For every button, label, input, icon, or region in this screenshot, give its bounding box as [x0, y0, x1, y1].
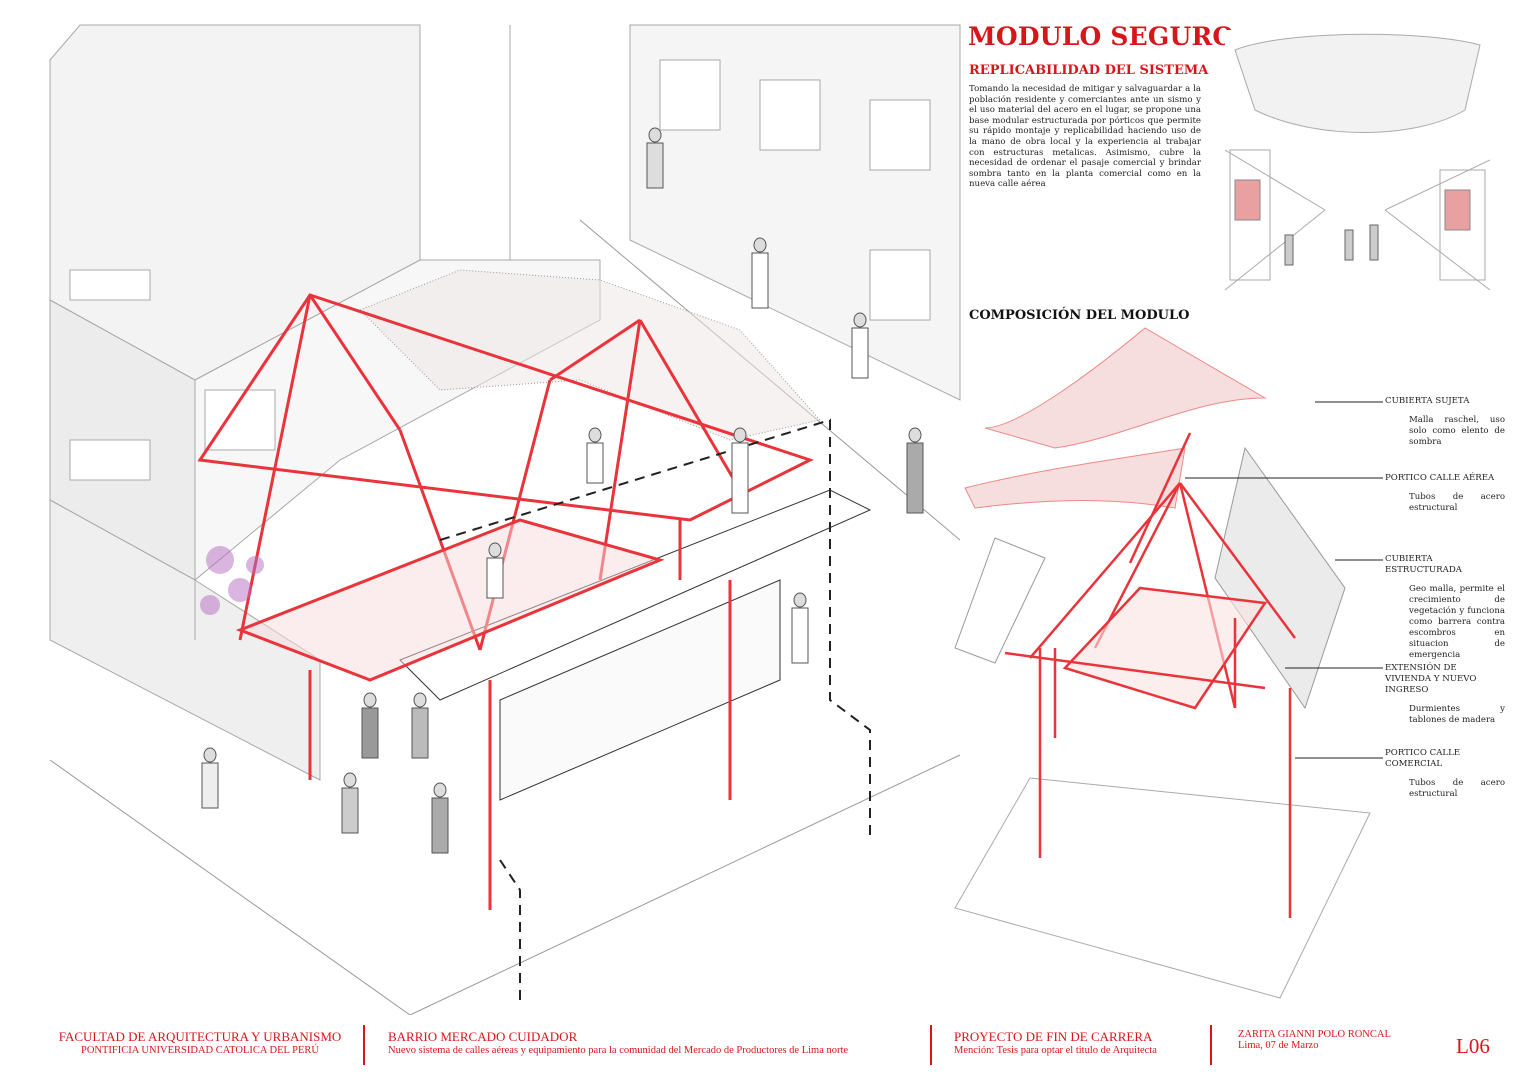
base-plane	[954, 777, 1371, 999]
exploded-module-diagram	[954, 327, 1383, 999]
label-description: Malla raschel, uso solo como elento de s…	[1409, 415, 1505, 447]
footer-author: ZARITA GIANNI POLO RONCAL Lima, 07 de Ma…	[1238, 1029, 1391, 1051]
label-description: Durmientes y tablones de madera	[1409, 704, 1505, 725]
footer-project: BARRIO MERCADO CUIDADOR Nuevo sistema de…	[388, 1029, 848, 1056]
label-description: Geo malla, permite el crecimiento de veg…	[1409, 584, 1505, 660]
section-subtitle: REPLICABILIDAD DEL SISTEMA	[969, 63, 1209, 78]
vegetation	[200, 546, 264, 615]
market-street-sketch	[1225, 30, 1490, 300]
label-extension-vivienda: EXTENSIÓN DE VIVIENDA Y NUEVO INGRESO Du…	[1385, 663, 1505, 726]
project-description: Nuevo sistema de calles aéreas y equipam…	[388, 1045, 849, 1056]
date: Lima, 07 de Marzo	[1238, 1040, 1319, 1051]
walkway-deck	[399, 489, 872, 801]
footer-faculty: FACULTAD DE ARQUITECTURA Y URBANISMO PON…	[52, 1029, 348, 1056]
label-cubierta-estructurada: CUBIERTA ESTRUCTURADA Geo malla, permite…	[1385, 554, 1505, 661]
isometric-street-drawing	[49, 24, 961, 1015]
wooden-deck-left	[954, 537, 1046, 664]
red-steel-structure	[197, 293, 814, 910]
footer: FACULTAD DE ARQUITECTURA Y URBANISMO PON…	[0, 1020, 1527, 1070]
course-description: Mención: Tesis para optar el titulo de A…	[954, 1045, 1157, 1056]
dashed-boundary	[439, 418, 871, 1005]
label-portico-calle-aerea: PORTICO CALLE AÉREA Tubos de acero estru…	[1385, 473, 1505, 514]
shade-mesh-cover	[984, 327, 1267, 449]
footer-divider	[930, 1025, 932, 1065]
label-description: Tubos de acero estructural	[1409, 778, 1505, 799]
university-name: PONTIFICIA UNIVERSIDAD CATOLICA DEL PERÚ	[80, 1045, 319, 1056]
project-name: BARRIO MERCADO CUIDADOR	[388, 1029, 578, 1044]
faculty-name: FACULTAD DE ARQUITECTURA Y URBANISMO	[58, 1029, 342, 1044]
label-portico-calle-comercial: PORTICO CALLE COMERCIAL Tubos de acero e…	[1385, 748, 1505, 800]
footer-course: PROYECTO DE FIN DE CARRERA Mención: Tesi…	[954, 1029, 1157, 1056]
label-heading: CUBIERTA ESTRUCTURADA	[1385, 554, 1462, 575]
footer-divider	[363, 1025, 365, 1065]
label-description: Tubos de acero estructural	[1409, 492, 1505, 513]
label-heading: PORTICO CALLE AÉREA	[1385, 473, 1495, 483]
footer-divider	[1210, 1025, 1212, 1065]
page-title: MODULO SEGURO	[968, 22, 1235, 51]
lower-mesh	[964, 447, 1186, 509]
course-name: PROYECTO DE FIN DE CARRERA	[954, 1029, 1153, 1044]
people-figures	[201, 127, 924, 854]
leader-lines	[1185, 401, 1383, 759]
steel-frame	[1004, 432, 1297, 918]
label-cubierta-sujeta: CUBIERTA SUJETA Malla raschel, uso solo …	[1385, 396, 1505, 448]
label-heading: CUBIERTA SUJETA	[1385, 396, 1470, 406]
label-heading: EXTENSIÓN DE VIVIENDA Y NUEVO INGRESO	[1385, 663, 1477, 695]
description-paragraph: Tomando la necesidad de mitigar y salvag…	[969, 84, 1201, 190]
label-heading: PORTICO CALLE COMERCIAL	[1385, 748, 1461, 769]
composition-title: COMPOSICIÓN DEL MODULO	[969, 308, 1190, 323]
author-name: ZARITA GIANNI POLO RONCAL	[1238, 1029, 1391, 1040]
sheet-number: L06	[1456, 1034, 1490, 1058]
geo-mesh-panel	[1214, 446, 1346, 710]
